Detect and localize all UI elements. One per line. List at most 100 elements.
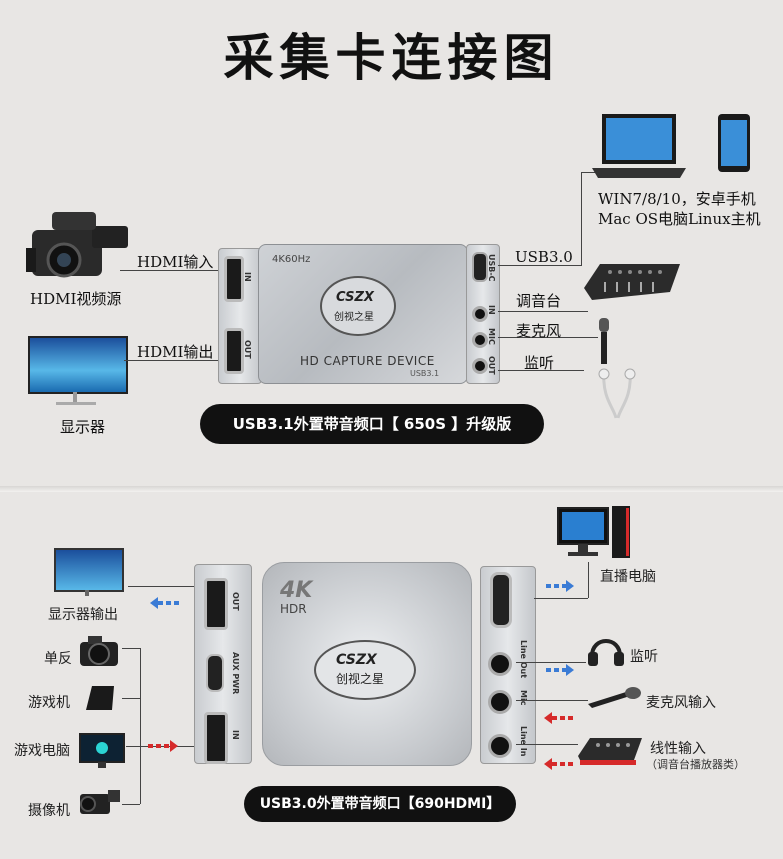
input-arrowhead (170, 740, 178, 752)
port-out-bottom-label: OUT (231, 592, 240, 611)
dslr-icon (80, 636, 118, 666)
out-jack (472, 358, 488, 374)
listen-arrowhead (566, 664, 574, 676)
usb-line-vertical (581, 172, 582, 266)
usb-line (498, 265, 582, 266)
console-line (122, 698, 140, 699)
camcorder-icon (26, 212, 128, 278)
display-out-line (128, 586, 194, 587)
stream-pc-icon (557, 506, 630, 558)
brand-logo-ring-bottom (314, 640, 416, 700)
aux-pwr-port (206, 654, 224, 692)
line-in-arrowhead (544, 758, 552, 770)
port-mic-bottom-label: Mic (519, 690, 528, 706)
laptop-label-2: Mac OS电脑Linux主机 (598, 210, 761, 228)
port-out-label: OUT (243, 340, 252, 359)
hdmi-in-port (224, 256, 244, 302)
mic-arrow (552, 716, 574, 720)
hdmi-out-line (124, 360, 220, 361)
listen-label-bottom: 监听 (630, 649, 658, 665)
dslr-line (122, 648, 140, 649)
port-in-right-label: IN (487, 305, 496, 315)
port-aux-label: AUX PWR (231, 652, 240, 695)
brand-logo: CSZX (336, 290, 374, 305)
device-usb: USB3.1 (410, 369, 440, 378)
monitor-label: 显示器 (60, 418, 106, 436)
device-4k: 4K (280, 578, 313, 603)
line-in-jack (488, 734, 512, 758)
input-arrow (148, 744, 170, 748)
listen-label: 监听 (524, 354, 555, 372)
line-out-jack (488, 652, 512, 676)
section-divider (0, 486, 783, 492)
usbc-port-bottom (490, 572, 512, 628)
brand-logo-bottom: CSZX (336, 652, 377, 668)
mic-line (498, 337, 598, 338)
audio-in-jack (472, 306, 488, 322)
headphones-icon (588, 639, 624, 666)
console-label: 游戏机 (28, 695, 70, 711)
line-in-arrow (552, 762, 574, 766)
port-in-label: IN (243, 272, 252, 282)
mic-arrowhead (544, 712, 552, 724)
dslr-label: 单反 (44, 651, 72, 667)
bottom-model-pill: USB3.0外置带音频口【690HDMI】 (244, 786, 516, 822)
line-in-sublabel: （调音台播放器类） (646, 758, 745, 771)
device-name: HD CAPTURE DEVICE (300, 354, 435, 368)
hdmi-in-label: HDMI输入 (137, 253, 214, 271)
page-title: 采集卡连接图 (223, 29, 560, 87)
usb-label: USB3.0 (515, 248, 573, 266)
usbc-port (472, 252, 488, 282)
display-out-monitor-icon (54, 548, 124, 592)
usb-arrow (546, 584, 566, 588)
gaming-pc-icon (79, 733, 125, 768)
earphones-icon (598, 368, 636, 419)
display-out-stand (85, 590, 89, 596)
mixer-icon (584, 264, 680, 300)
camcorder-line (122, 804, 140, 805)
usb-line-top (581, 172, 597, 173)
phone-icon (718, 114, 750, 172)
port-usbc-label: USB-C (487, 254, 496, 282)
top-model-pill: USB3.1外置带音频口【 650S 】升级版 (200, 404, 544, 444)
usb-line-bottom-vertical (588, 562, 589, 598)
laptop-icon (592, 114, 686, 178)
gaming-pc-label: 游戏电脑 (14, 743, 70, 759)
port-in-bottom-label: IN (231, 730, 240, 740)
mixer-line (498, 311, 588, 312)
line-mixer-icon (578, 738, 642, 765)
port-line-in-label: Line In (519, 726, 528, 757)
device-fps: 4K60Hz (272, 254, 311, 265)
mic-input-label: 麦克风输入 (646, 695, 716, 711)
hdmi-out-label: HDMI输出 (137, 343, 214, 361)
monitor-stand (73, 392, 77, 402)
display-out-label: 显示器输出 (48, 607, 118, 623)
hdmi-in-line (120, 270, 220, 271)
microphone-bottom-icon (588, 687, 641, 708)
camera-label: HDMI视频源 (30, 290, 122, 308)
usb-arrowhead (566, 580, 574, 592)
monitor-base (56, 402, 96, 405)
camcorder-small-icon (80, 790, 120, 814)
port-line-out-label: Line Out (519, 640, 528, 679)
mic-label: 麦克风 (516, 322, 562, 340)
display-out-arrow (158, 601, 182, 605)
brand-cn: 创视之星 (334, 312, 374, 323)
mic-jack (472, 332, 488, 348)
camcorder-label: 摄像机 (28, 803, 70, 819)
stream-pc-label: 直播电脑 (600, 569, 656, 585)
brand-cn-bottom: 创视之星 (336, 672, 385, 686)
mic-line-bottom (516, 700, 588, 701)
usb-line-bottom (534, 598, 588, 599)
console-icon (86, 686, 114, 710)
port-out-right-label: OUT (487, 356, 496, 375)
source-bracket (140, 648, 141, 804)
mic-jack-bottom (488, 690, 512, 714)
display-out-arrowhead (150, 597, 158, 609)
listen-line (498, 370, 584, 371)
microphone-icon (599, 318, 609, 364)
hdmi-out-port-bottom (204, 578, 228, 630)
brand-logo-ring (320, 276, 396, 336)
hdmi-in-port-bottom (204, 712, 228, 764)
laptop-label-1: WIN7/8/10，安卓手机 (598, 190, 756, 208)
